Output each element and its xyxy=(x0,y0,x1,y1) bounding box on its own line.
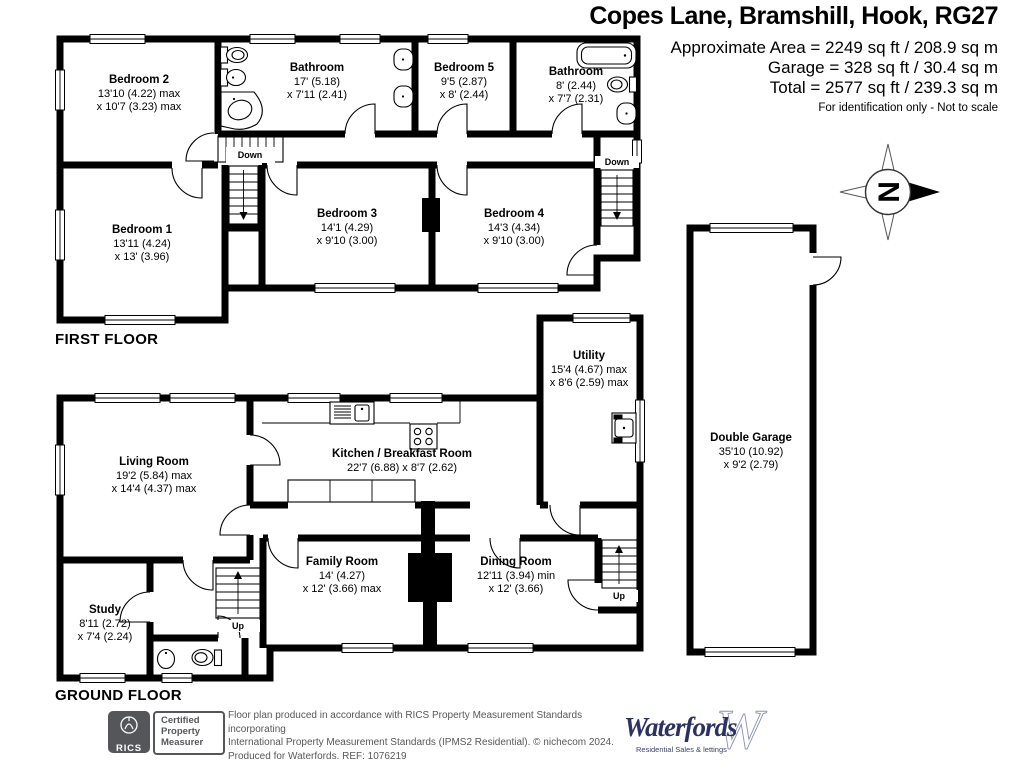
chimney-breast-ground xyxy=(408,553,452,602)
first-floor-doors xyxy=(171,103,598,276)
approximate-area: Approximate Area = 2249 sq ft / 208.9 sq… xyxy=(670,38,998,57)
ground-floor-plan xyxy=(55,313,645,683)
first-floor-windows xyxy=(55,34,642,325)
ground-floor-windows xyxy=(55,313,645,683)
room-label-dining: Dining Room 12'11 (3.94) min x 12' (3.66… xyxy=(476,556,556,595)
room-label-family: Family Room 14' (4.27) x 12' (3.66) max xyxy=(302,556,382,595)
chimney-breast-first xyxy=(422,198,440,232)
first-floor-title: FIRST FLOOR xyxy=(55,331,159,348)
header: Copes Lane, Bramshill, Hook, RG27 Approx… xyxy=(589,2,998,114)
room-label-bedroom3: Bedroom 3 14'1 (4.29) x 9'10 (3.00) xyxy=(316,208,378,247)
stairs-up-label: Up xyxy=(216,620,260,632)
room-label-bedroom5: Bedroom 5 9'5 (2.87) x 8' (2.44) xyxy=(433,62,495,101)
rics-logo-text: RICS xyxy=(116,743,142,754)
rics-lyre-icon xyxy=(120,716,138,734)
footer: RICS Certified Property Measurer Floor p… xyxy=(0,699,1024,768)
breakfast-bar xyxy=(287,479,416,503)
total-area: Total = 2577 sq ft / 239.3 sq m xyxy=(769,78,998,97)
stairs-down-label: Down xyxy=(227,149,273,161)
waterfords-w-swirl-icon: W xyxy=(716,699,768,762)
room-label-garage: Double Garage 35'10 (10.92) x 9'2 (2.79) xyxy=(710,432,792,471)
room-label-bedroom1: Bedroom 1 13'11 (4.24) x 13' (3.96) xyxy=(111,224,173,263)
ground-floor-stairs-main xyxy=(215,567,261,619)
svg-text:W: W xyxy=(716,699,767,761)
garage-area: Garage = 328 sq ft / 30.4 sq m xyxy=(767,58,998,77)
identification-note: For identification only - Not to scale xyxy=(818,102,998,114)
hob-icon xyxy=(409,423,438,450)
first-floor-plan xyxy=(55,34,642,325)
chimney-stem-top xyxy=(421,501,435,558)
room-label-study: Study 8'11 (2.72) x 7'4 (2.24) xyxy=(77,604,133,643)
stairs-up-label-2: Up xyxy=(600,590,638,602)
stairs-down-label-2: Down xyxy=(595,156,639,168)
compass-north-letter: N xyxy=(872,181,905,203)
utility-fixtures xyxy=(611,412,637,444)
rics-logo: RICS xyxy=(108,711,150,754)
first-floor-walls xyxy=(60,39,637,288)
first-floor-bathroom-fixtures xyxy=(219,42,638,130)
room-label-kitchen: Kitchen / Breakfast Room 22'7 (6.88) x 8… xyxy=(332,448,472,474)
basin-icon xyxy=(156,648,176,670)
room-label-living: Living Room 19'2 (5.84) max x 14'4 (4.37… xyxy=(111,456,197,495)
certified-property-measurer-badge: Certified Property Measurer xyxy=(153,711,225,755)
waterfords-logo: W Waterfords Residential Sales & letting… xyxy=(620,699,800,764)
room-label-bathroom-main: Bathroom 17' (5.18) x 7'11 (2.41) xyxy=(287,62,347,101)
room-label-bathroom-small: Bathroom 8' (2.44) x 7'7 (2.31) xyxy=(548,66,604,105)
room-label-bedroom2: Bedroom 2 13'10 (4.22) max x 10'7 (3.23)… xyxy=(96,74,182,113)
waterfords-brand-name: Waterfords xyxy=(624,712,738,742)
chimney-stem-bottom xyxy=(423,602,437,648)
wc-fixtures xyxy=(156,648,223,670)
ground-floor-stairs-right xyxy=(601,539,638,589)
first-floor-stairs-right xyxy=(600,169,634,227)
toilet-icon xyxy=(628,76,638,93)
ground-floor-title: GROUND FLOOR xyxy=(55,687,182,704)
room-label-utility: Utility 15'4 (4.67) max x 8'6 (2.59) max xyxy=(549,350,629,389)
compass-icon: N xyxy=(839,143,940,241)
garage-plan xyxy=(686,223,842,657)
area-summary: Approximate Area = 2249 sq ft / 208.9 sq… xyxy=(589,38,998,98)
ground-floor-walls xyxy=(60,318,640,678)
waterfords-tagline: Residential Sales & lettings xyxy=(636,745,727,754)
kitchen-fixtures xyxy=(262,398,461,503)
page-title: Copes Lane, Bramshill, Hook, RG27 xyxy=(589,2,998,30)
disclaimer-text: Floor plan produced in accordance with R… xyxy=(228,710,614,762)
room-label-bedroom4: Bedroom 4 14'3 (4.34) x 9'10 (3.00) xyxy=(483,208,545,247)
